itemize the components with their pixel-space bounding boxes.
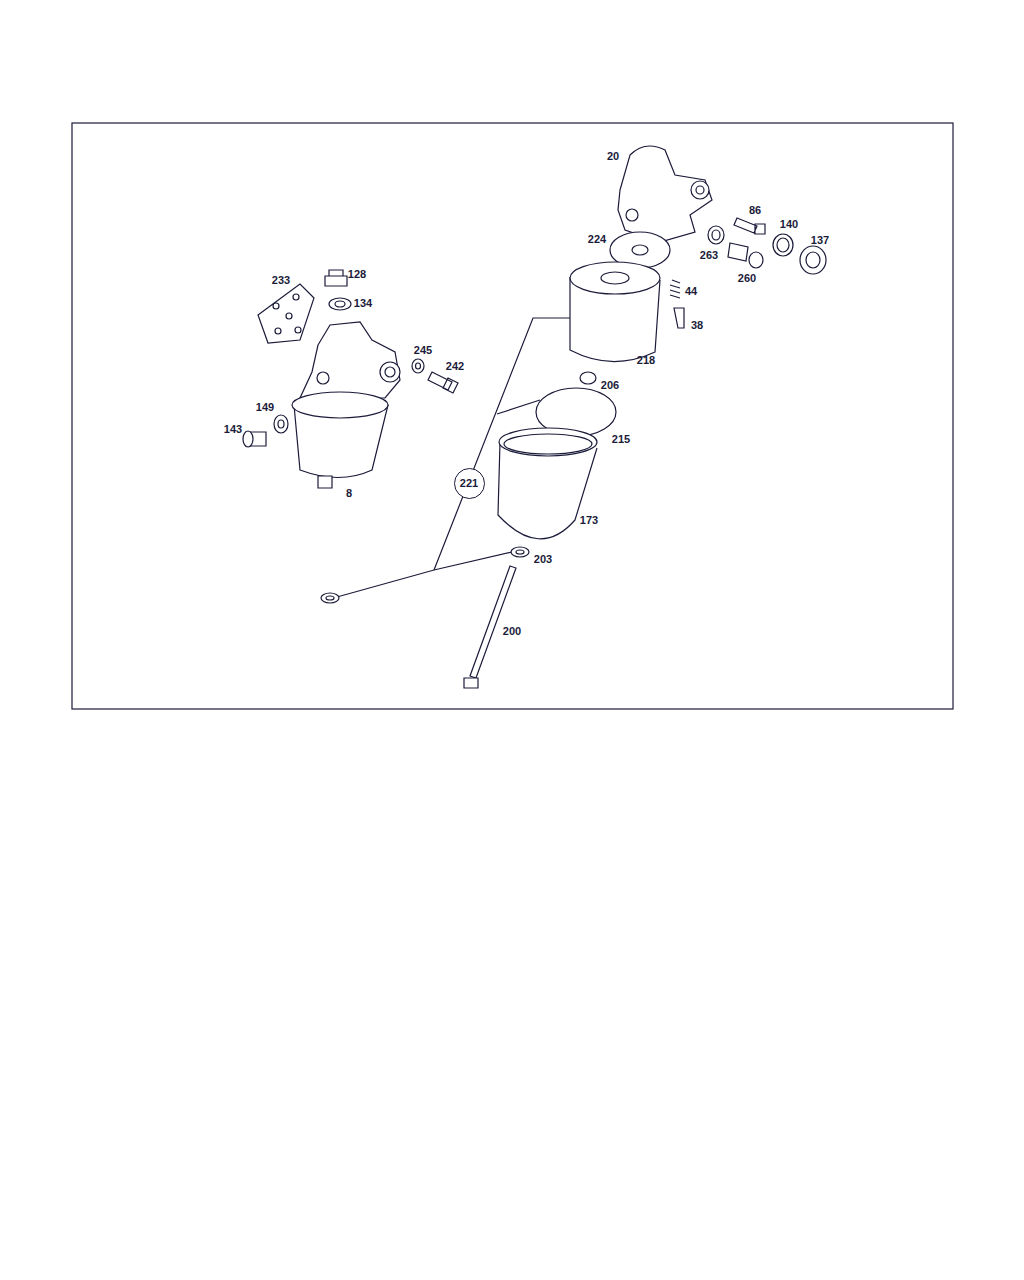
callout-number: 140: [780, 219, 798, 230]
callout-number: 218: [637, 355, 655, 366]
callout-number: 260: [738, 273, 756, 284]
callout-number: 200: [503, 626, 521, 637]
callout-number: 203: [534, 554, 552, 565]
callout-number: 149: [256, 402, 274, 413]
callout-number: 245: [414, 345, 432, 356]
callout-number: 137: [811, 235, 829, 246]
group-callout-circle: 221: [454, 468, 485, 499]
callout-number: 206: [601, 380, 619, 391]
callout-number: 44: [685, 286, 697, 297]
callout-number: 233: [272, 275, 290, 286]
leader-line: [337, 552, 512, 597]
callout-number: 221: [460, 478, 478, 489]
callout-number: 173: [580, 515, 598, 526]
callout-number: 143: [224, 424, 242, 435]
left-filter: [243, 270, 458, 488]
callout-number: 38: [691, 320, 703, 331]
callout-number: 215: [612, 434, 630, 445]
callout-number: 128: [348, 269, 366, 280]
callout-number: 263: [700, 250, 718, 261]
callout-number: 242: [446, 361, 464, 372]
callout-number: 8: [346, 488, 352, 499]
frame: [72, 123, 953, 709]
leader-line: [497, 400, 540, 414]
callout-number: 86: [749, 205, 761, 216]
callout-number: 20: [607, 151, 619, 162]
callout-number: 224: [588, 234, 606, 245]
callout-number: 134: [354, 298, 372, 309]
right-filter: [321, 146, 826, 688]
